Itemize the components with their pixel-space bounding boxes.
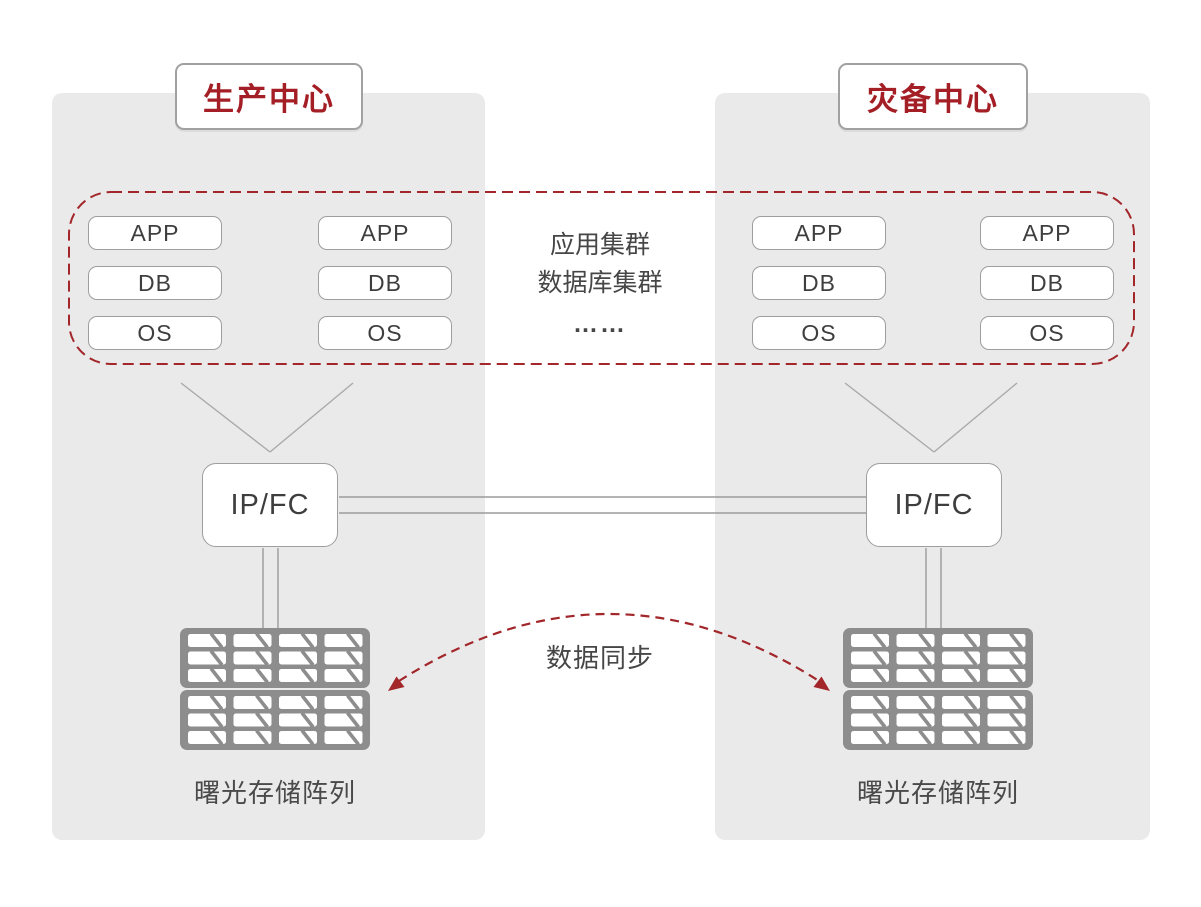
- app-node: APP: [980, 216, 1114, 250]
- disaster-ipfc-label: IP/FC: [894, 488, 974, 521]
- production-server-stack-1: APP DB OS: [88, 216, 222, 350]
- os-node: OS: [752, 316, 886, 350]
- os-node: OS: [318, 316, 452, 350]
- production-ipfc-label: IP/FC: [230, 488, 310, 521]
- disaster-center-title: 灾备中心: [838, 63, 1028, 130]
- cluster-annotation-ellipsis: ……: [573, 310, 627, 338]
- db-node: DB: [980, 266, 1114, 300]
- os-node: OS: [88, 316, 222, 350]
- production-server-stack-2: APP DB OS: [318, 216, 452, 350]
- production-ipfc-switch: IP/FC: [202, 463, 338, 547]
- app-node: APP: [88, 216, 222, 250]
- disaster-center-title-text: 灾备中心: [867, 82, 999, 117]
- db-node: DB: [318, 266, 452, 300]
- app-node: APP: [318, 216, 452, 250]
- cluster-annotation: 应用集群 数据库集群 ……: [485, 226, 715, 338]
- cluster-annotation-line2: 数据库集群: [537, 269, 663, 297]
- disaster-ipfc-switch: IP/FC: [866, 463, 1002, 547]
- data-sync-label: 数据同步: [545, 643, 654, 673]
- db-node: DB: [752, 266, 886, 300]
- production-center-title: 生产中心: [175, 63, 363, 130]
- db-node: DB: [88, 266, 222, 300]
- production-center-title-text: 生产中心: [203, 82, 335, 117]
- disaster-server-stack-1: APP DB OS: [752, 216, 886, 350]
- app-node: APP: [752, 216, 886, 250]
- disaster-server-stack-2: APP DB OS: [980, 216, 1114, 350]
- cluster-annotation-line1: 应用集群: [549, 231, 650, 259]
- os-node: OS: [980, 316, 1114, 350]
- disaster-storage-label: 曙光存储阵列: [856, 778, 1019, 808]
- production-storage-label: 曙光存储阵列: [193, 778, 356, 808]
